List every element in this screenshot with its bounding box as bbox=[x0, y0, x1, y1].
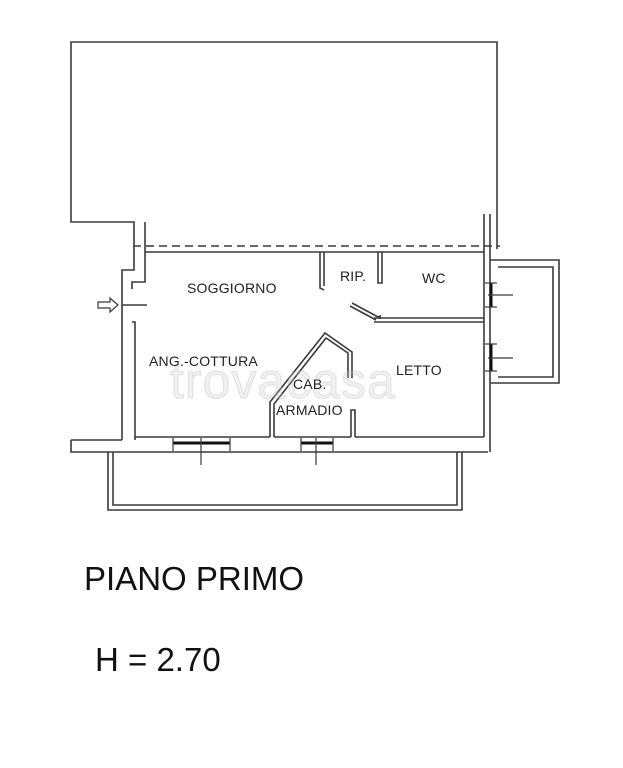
ceiling-height-label: H = 2.70 bbox=[95, 641, 221, 678]
room-label-soggiorno: SOGGIORNO bbox=[187, 280, 277, 296]
entrance-arrow-icon bbox=[97, 296, 119, 314]
room-label-armadio: ARMADIO bbox=[276, 402, 343, 418]
floor-title: PIANO PRIMO bbox=[84, 560, 305, 597]
terrace-outline bbox=[70, 41, 498, 249]
room-label-letto: LETTO bbox=[396, 362, 442, 378]
room-label-ripostiglio: RIP. bbox=[340, 268, 367, 284]
room-label-cabina: CAB. bbox=[293, 376, 327, 392]
watermark: trovacasa bbox=[170, 353, 396, 410]
room-label-angolo-cottura: ANG.-COTTURA bbox=[149, 353, 258, 369]
room-label-wc: WC bbox=[422, 270, 446, 286]
